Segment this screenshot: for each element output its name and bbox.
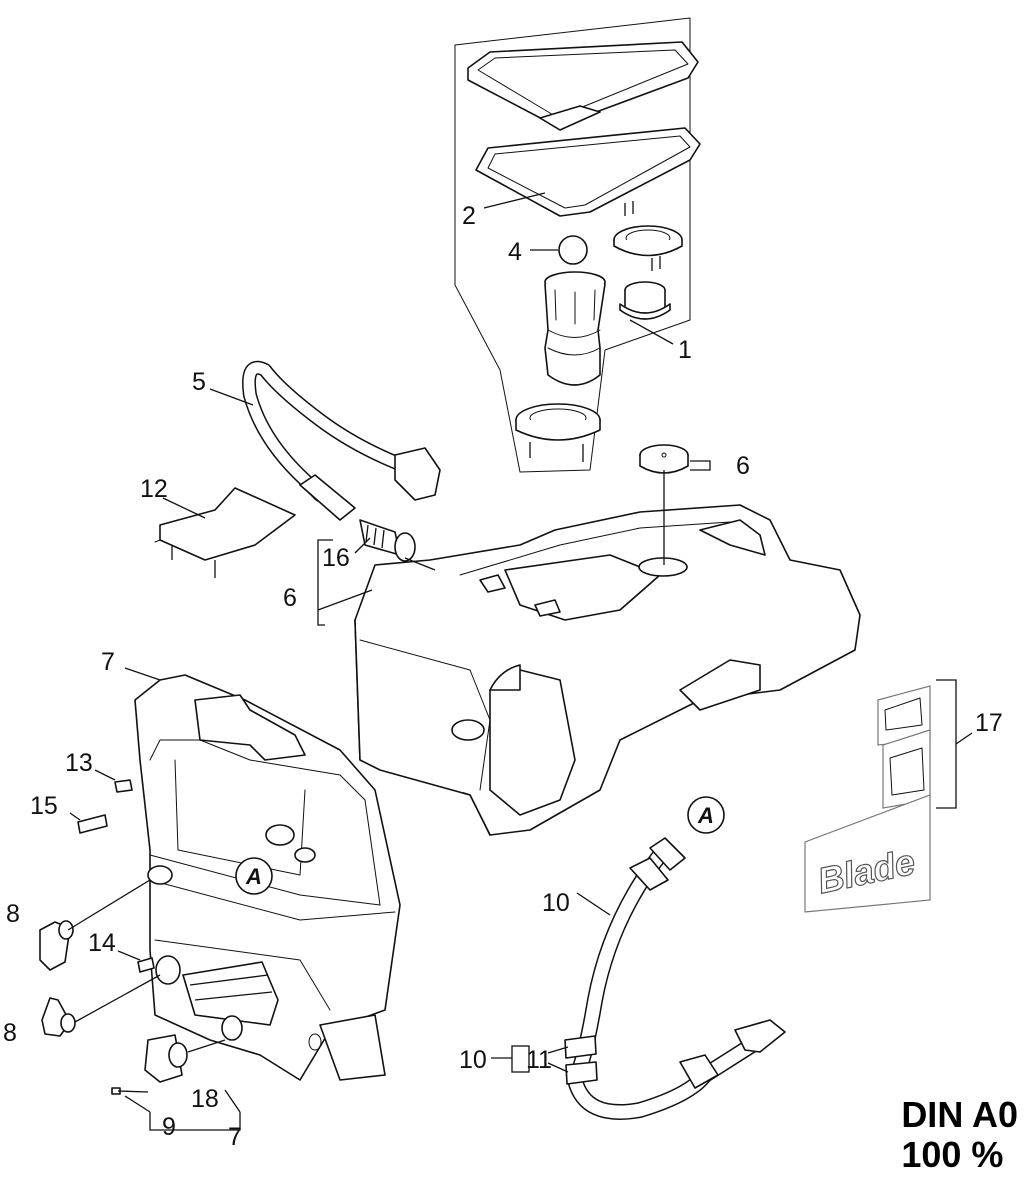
callout-17: 17 [975, 709, 1003, 737]
callout-1: 1 [678, 336, 692, 364]
float-cap [619, 281, 671, 320]
small-screws [624, 201, 661, 271]
callout-11: 11 [526, 1046, 552, 1074]
callout-13: 13 [65, 749, 93, 777]
tank-housing [354, 504, 861, 836]
callout-9: 9 [162, 1113, 176, 1141]
lid-cover [467, 41, 699, 131]
callout-4: 4 [508, 238, 522, 266]
strainer-basket [544, 271, 606, 386]
callout-7-bottom: 7 [228, 1123, 242, 1151]
callout-8-top: 8 [6, 900, 20, 928]
valve-handle-bottom [41, 997, 76, 1037]
decal-set: Blade [804, 679, 957, 913]
callout-numbers: 1 2 4 5 6 12 16 6 7 17 13 15 10 8 14 8 1… [3, 202, 1003, 1151]
drain-valve [144, 1034, 226, 1083]
callout-8-bottom: 8 [3, 1019, 17, 1047]
drawing-scale: 100 % [901, 1134, 1004, 1175]
callout-12: 12 [140, 475, 168, 503]
callout-10-set: 10 [459, 1046, 487, 1074]
callout-6-fitting: 6 [283, 584, 297, 612]
float-ring [613, 225, 683, 257]
svg-text:A: A [697, 803, 714, 828]
callout-6-plug: 6 [736, 452, 750, 480]
callout-14: 14 [88, 929, 116, 957]
callout-16: 16 [322, 544, 350, 572]
callout-7-top: 7 [101, 648, 115, 676]
connector-a-housing: A [235, 857, 273, 895]
screws [77, 779, 155, 1095]
float-ball [558, 235, 588, 265]
connector-a-hose: A [687, 796, 725, 834]
callout-2: 2 [462, 202, 476, 230]
drawing-format-block: DIN A0 100 % [901, 1095, 1018, 1175]
mounting-bracket [154, 487, 296, 578]
callout-15: 15 [30, 792, 58, 820]
hose-fitting [359, 519, 416, 562]
bayonet-ring [515, 403, 601, 462]
hose-5 [242, 360, 441, 521]
tank-plug [639, 444, 689, 474]
svg-text:A: A [245, 864, 262, 889]
valve-handle-top [39, 920, 74, 971]
hose-10 [564, 837, 786, 1120]
assembly-group-outline [454, 17, 691, 473]
callout-10-hose: 10 [542, 889, 570, 917]
callout-5: 5 [192, 368, 206, 396]
callout-18: 18 [191, 1085, 219, 1113]
leader-lines [67, 192, 973, 1131]
gasket [475, 127, 701, 217]
drawing-format: DIN A0 [901, 1094, 1018, 1135]
